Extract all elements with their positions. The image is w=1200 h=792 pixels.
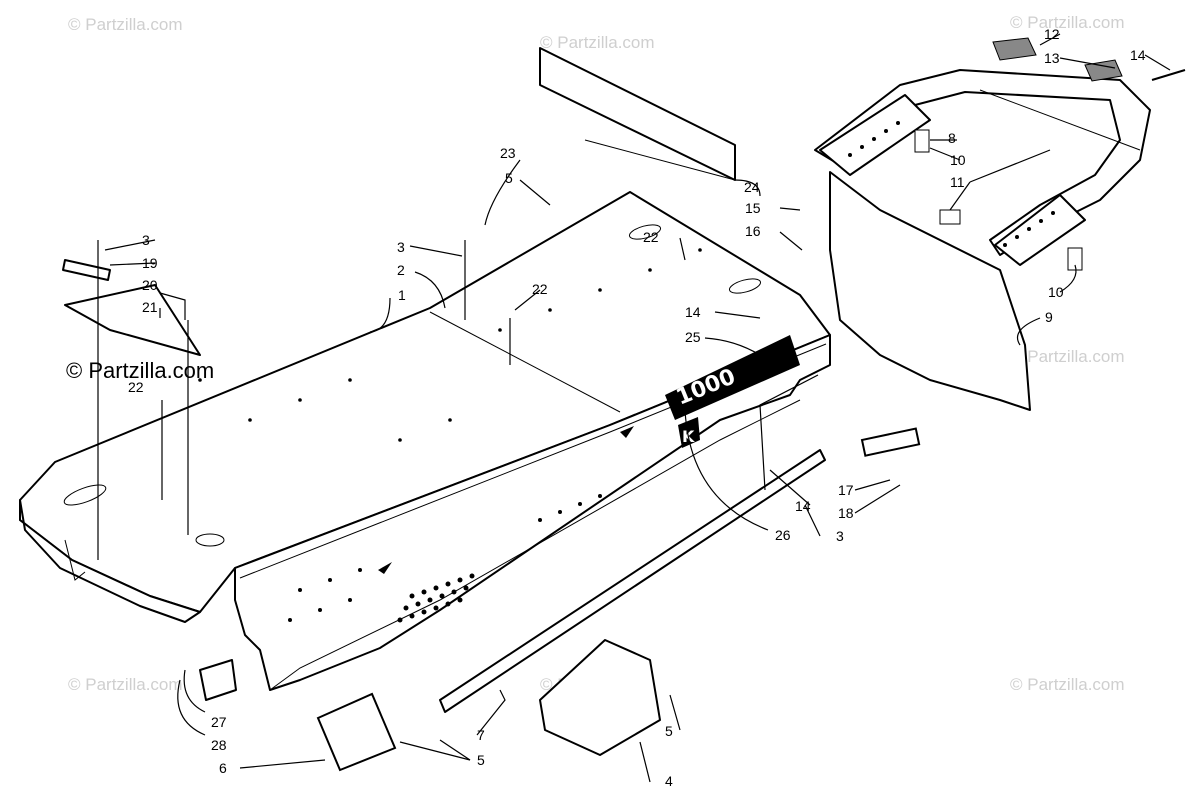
callout-14: 14 [1130, 47, 1146, 63]
foot-bracket [539, 639, 661, 756]
callout-5: 5 [505, 170, 513, 186]
clamp-27 [199, 659, 237, 701]
tunnel-assembly: 1000 K [19, 191, 831, 691]
reflector-12 [992, 37, 1037, 61]
clip-10 [914, 129, 930, 153]
callout-2: 2 [397, 262, 405, 278]
watermark: © Partzilla.com [1010, 675, 1125, 694]
callout-10: 10 [950, 152, 966, 168]
callout-22: 22 [643, 229, 659, 245]
lower-flange [269, 399, 801, 691]
flap-plate [539, 47, 736, 181]
leader-lines [97, 33, 1171, 783]
rear-bumper [814, 37, 1186, 271]
deck-seam [429, 311, 621, 413]
callout-22: 22 [128, 379, 144, 395]
callout-16: 16 [745, 223, 761, 239]
callout-8: 8 [948, 130, 956, 146]
step-grip-holes [848, 121, 1055, 247]
flap-plate-edge [584, 139, 736, 181]
callout-11: 11 [950, 174, 965, 190]
callout-21: 21 [142, 299, 158, 315]
arrow-marker [620, 426, 634, 438]
running-board-rail [439, 449, 826, 713]
logo-decal [678, 417, 700, 448]
arrow-marker [378, 562, 392, 574]
callout-9: 9 [1045, 309, 1053, 325]
bolt-14 [1151, 69, 1186, 81]
front-flange [19, 499, 201, 623]
featured-watermark: © Partzilla.com [66, 358, 214, 383]
callout-20: 20 [142, 277, 158, 293]
front-bracket [64, 539, 86, 581]
callout-24: 24 [744, 179, 760, 195]
callout-1: 1 [398, 287, 406, 303]
callout-3: 3 [142, 232, 150, 248]
plate-6 [316, 692, 397, 772]
callout-labels: 1 2 3 3 3 4 5 5 5 6 7 8 9 10 10 11 12 13… [128, 26, 1146, 789]
callout-26: 26 [775, 527, 791, 543]
rear-deck-slot [728, 278, 762, 294]
deck-slot [63, 484, 107, 506]
bracket-21 [64, 284, 201, 356]
callout-14: 14 [685, 304, 701, 320]
callout-23: 23 [500, 145, 516, 161]
deck-hole [195, 533, 225, 547]
callout-14: 14 [795, 498, 811, 514]
watermark: © Partzilla.com [1010, 13, 1125, 32]
callout-13: 13 [1044, 50, 1060, 66]
callout-27: 27 [211, 714, 227, 730]
watermark: © Partzilla.com [68, 15, 183, 34]
tag-17 [860, 427, 921, 457]
callout-6: 6 [219, 760, 227, 776]
callout-19: 19 [142, 255, 158, 271]
callout-5: 5 [477, 752, 485, 768]
model-decal [665, 335, 800, 420]
nut-11 [939, 209, 961, 225]
reflector-13 [1084, 59, 1123, 82]
callout-10: 10 [1048, 284, 1064, 300]
callout-3: 3 [397, 239, 405, 255]
callout-15: 15 [745, 200, 761, 216]
callout-17: 17 [838, 482, 854, 498]
callout-7: 7 [477, 727, 485, 743]
callout-22: 22 [532, 281, 548, 297]
callout-18: 18 [838, 505, 854, 521]
callout-28: 28 [211, 737, 227, 753]
plate-19 [62, 259, 111, 281]
vent-hole-pattern [198, 248, 702, 623]
callout-5: 5 [665, 723, 673, 739]
callout-12: 12 [1044, 26, 1060, 42]
callout-3: 3 [836, 528, 844, 544]
rear-deck-slot [628, 224, 662, 240]
bumper-step-right [994, 194, 1086, 266]
watermark: © Partzilla.com [68, 675, 183, 694]
snow-flap [829, 171, 1031, 411]
clip-10 [1067, 247, 1083, 271]
watermark: © Partzilla.com [540, 33, 655, 52]
bumper-step-left [819, 94, 931, 176]
callout-4: 4 [665, 773, 673, 789]
watermark: © Partzilla.com [1010, 347, 1125, 366]
bumper-crossbar [979, 89, 1141, 151]
callout-25: 25 [685, 329, 701, 345]
